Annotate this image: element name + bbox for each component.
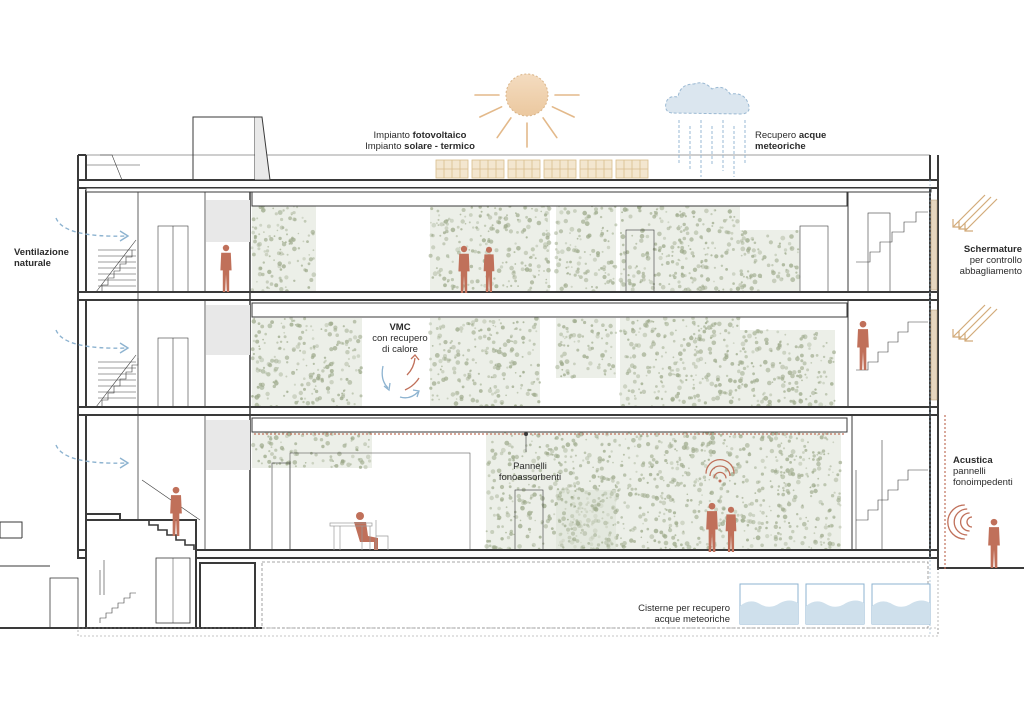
acoustic-panels-label-line1: Pannelli bbox=[513, 461, 547, 472]
acoustic-label-line3: fonoimpedenti bbox=[953, 477, 1013, 488]
recycle-arrow-icon bbox=[381, 354, 420, 399]
solar-label-bold: solare - termico bbox=[404, 141, 475, 152]
cistern-label-line2: acque meteoriche bbox=[654, 614, 730, 625]
solar-panel-icon bbox=[435, 159, 649, 179]
wind-arrow-icon bbox=[55, 217, 130, 469]
rain-label: Recupero acque meteoriche bbox=[755, 130, 826, 152]
vegetation-texture bbox=[250, 203, 843, 552]
vmc-label-line3: di calore bbox=[382, 344, 418, 355]
acoustic-panels-label: Pannelli fonoassorbenti bbox=[480, 461, 580, 483]
sound-wave-icon bbox=[705, 459, 973, 540]
shading-label-line3: abbagliamento bbox=[959, 266, 1022, 277]
doors bbox=[157, 200, 891, 551]
shading-label-line2: per controllo bbox=[969, 255, 1022, 266]
ground bbox=[0, 521, 1024, 629]
pv-label-prefix: Impianto bbox=[373, 130, 413, 141]
acoustic-label-line2: pannelli bbox=[953, 466, 986, 477]
sun-ray-arrow-icon bbox=[952, 194, 998, 342]
ventilation-label-line1: Ventilazione bbox=[14, 247, 69, 258]
pv-label-bold: fotovoltaico bbox=[412, 130, 467, 141]
vmc-label-bold: VMC bbox=[389, 322, 411, 333]
rooftop-volume bbox=[86, 116, 271, 181]
shading-label-bold: Schermature bbox=[963, 244, 1022, 255]
sun-icon bbox=[474, 73, 580, 148]
rain-label-prefix: Recupero bbox=[755, 130, 799, 141]
shading-screens bbox=[930, 199, 938, 401]
pv-label: Impianto fotovoltaico Impianto solare - … bbox=[350, 130, 490, 152]
solar-label-prefix: Impianto bbox=[365, 141, 405, 152]
ventilation-label: Ventilazione naturale bbox=[14, 247, 69, 269]
rain-icon bbox=[678, 120, 746, 177]
cistern-label: Cisterne per recupero acque meteoriche bbox=[610, 603, 730, 625]
building-structure bbox=[77, 154, 939, 570]
cistern-label-line1: Cisterne per recupero bbox=[638, 603, 730, 614]
vmc-label: VMC con recupero di calore bbox=[355, 322, 445, 355]
acoustic-panels-label-line2: fonoassorbenti bbox=[498, 472, 562, 483]
shading-label: Schermature per controllo abbagliamento bbox=[944, 244, 1022, 277]
water-tank-icon bbox=[739, 583, 931, 625]
furniture bbox=[329, 520, 389, 550]
acoustic-ceiling-panels bbox=[254, 415, 946, 570]
right-stairs-exterior bbox=[855, 211, 928, 550]
acoustic-label: Acustica pannelli fonoimpedenti bbox=[953, 455, 1013, 488]
cloud-icon bbox=[665, 82, 750, 115]
acoustic-label-bold: Acustica bbox=[953, 455, 993, 466]
rain-label-bold1: acque bbox=[798, 130, 827, 141]
basement bbox=[77, 180, 939, 637]
vmc-label-line2: con recupero bbox=[372, 333, 428, 344]
ventilation-label-line2: naturale bbox=[14, 258, 51, 269]
rain-label-bold2: meteoriche bbox=[755, 141, 806, 152]
person-icon bbox=[170, 244, 1000, 568]
